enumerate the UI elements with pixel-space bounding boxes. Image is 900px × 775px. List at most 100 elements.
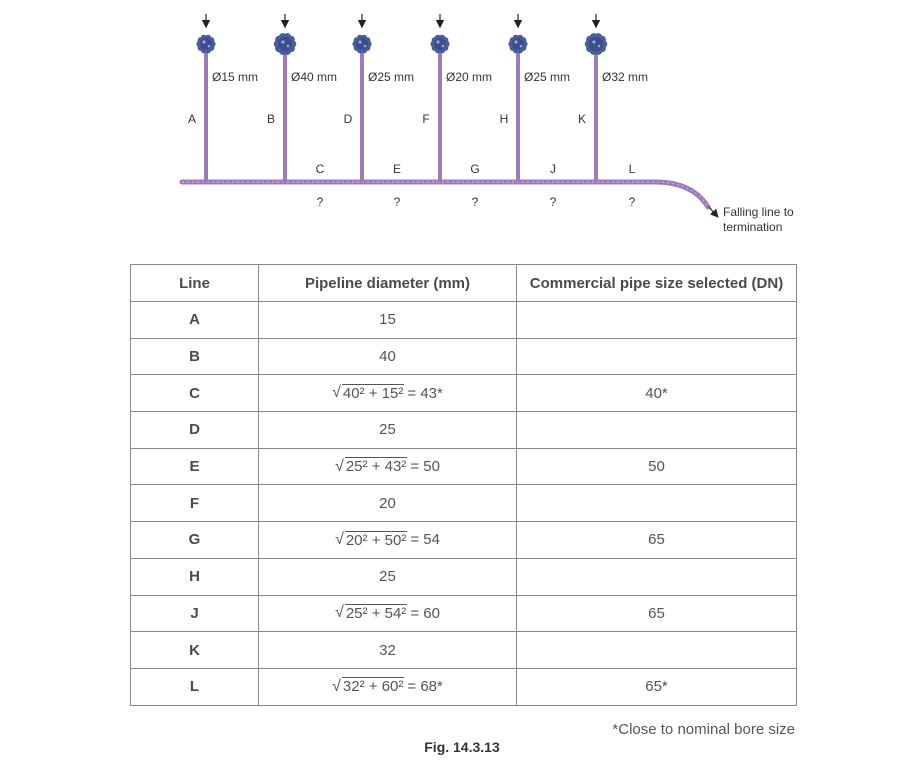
line-cell: C <box>130 374 259 413</box>
riser-diameter-label: Ø32 mm <box>602 70 648 84</box>
pipeline-diameter-cell: 25 <box>258 411 517 449</box>
commercial-size-cell <box>516 337 797 376</box>
table-row: G √20² + 50²= 54 65 <box>130 521 797 559</box>
unknown-diameter-marker: ? <box>472 195 479 209</box>
commercial-size-cell <box>516 484 797 523</box>
commercial-size-cell <box>516 301 797 339</box>
line-cell: K <box>130 631 259 669</box>
riser-segment-label: H <box>500 112 509 126</box>
riser-segment-label: K <box>578 112 586 126</box>
falling-line-arrow <box>708 206 719 218</box>
commercial-size-cell <box>516 557 797 596</box>
unknown-diameter-marker: ? <box>317 195 324 209</box>
pipeline-diameter-cell: 15 <box>258 301 517 339</box>
square-root-icon: √ <box>332 384 341 402</box>
line-cell: A <box>130 301 259 339</box>
square-root-expression: √32² + 60²= 68* <box>332 677 443 696</box>
line-cell: B <box>130 337 259 376</box>
main-segment-label: J <box>550 162 556 176</box>
unknown-diameter-marker: ? <box>629 195 636 209</box>
header-pipeline-diameter: Pipeline diameter (mm) <box>258 264 517 302</box>
square-root-icon: √ <box>335 604 344 622</box>
outlet-fitting-icon <box>508 34 528 54</box>
square-root-expression: √25² + 43²= 50 <box>335 457 440 476</box>
footnote: *Close to nominal bore size <box>612 721 795 738</box>
pipe-sizing-table: Line Pipeline diameter (mm) Commercial p… <box>130 264 797 706</box>
table-row: L√32² + 60²= 68*65* <box>130 667 797 706</box>
commercial-size-cell: 65 <box>516 521 797 559</box>
line-cell: L <box>130 667 259 706</box>
pipeline-diameter-cell: √25² + 54²= 60 <box>258 594 517 633</box>
falling-line-label-line2: termination <box>723 220 782 234</box>
pipeline-diameter-cell: √20² + 50²= 54 <box>258 521 517 559</box>
outlet-fitting-icon <box>196 34 216 54</box>
riser-diameter-label: Ø20 mm <box>446 70 492 84</box>
line-cell: G <box>130 521 259 559</box>
line-cell: H <box>130 557 259 596</box>
square-root-expression: √25² + 54²= 60 <box>335 604 440 623</box>
pipeline-diameter-cell: √40² + 15²= 43* <box>258 374 517 413</box>
table-row: C √40² + 15²= 43* 40* <box>130 374 797 413</box>
commercial-size-cell: 65 <box>516 594 797 633</box>
diameter-result: = 43* <box>407 384 443 402</box>
pipeline-diameter-cell: √32² + 60²= 68* <box>258 667 517 706</box>
diameter-result: = 54 <box>410 531 440 549</box>
main-segment-label: E <box>393 162 401 176</box>
table-header-row: Line Pipeline diameter (mm) Commercial p… <box>130 264 797 302</box>
outlet-fitting-icon <box>430 34 450 54</box>
table-row: E √25² + 43²= 50 50 <box>130 447 797 486</box>
diameter-result: = 50 <box>410 458 440 476</box>
diameter-result: = 68* <box>407 678 443 696</box>
pipeline-diameter-cell: 25 <box>258 557 517 596</box>
line-cell: F <box>130 484 259 523</box>
riser-segment-label: D <box>344 112 353 126</box>
radicand: 32² + 60² <box>341 677 405 696</box>
falling-line-label: Falling line to termination <box>723 205 797 234</box>
radicand: 40² + 15² <box>341 383 405 402</box>
riser-diameter-label: Ø25 mm <box>368 70 414 84</box>
radicand: 25² + 43² <box>344 457 408 476</box>
header-line: Line <box>130 264 259 302</box>
pipeline-diameter-cell: 40 <box>258 337 517 376</box>
riser-segment-label: A <box>188 112 196 126</box>
riser-segment-label: B <box>267 112 275 126</box>
line-cell: D <box>130 411 259 449</box>
main-segment-label: C <box>316 162 325 176</box>
outlet-fitting-icon <box>584 33 608 55</box>
line-cell: E <box>130 447 259 486</box>
main-segment-label: G <box>470 162 479 176</box>
main-segment-label: L <box>629 162 636 176</box>
square-root-expression: √40² + 15²= 43* <box>332 383 443 403</box>
riser-diameter-label: Ø15 mm <box>212 70 258 84</box>
commercial-size-cell <box>516 631 797 669</box>
pipeline-diameter-cell: 20 <box>258 484 517 523</box>
pipeline-diameter-cell: √25² + 43²= 50 <box>258 447 517 486</box>
radicand: 25² + 54² <box>344 604 408 623</box>
header-commercial-size: Commercial pipe size selected (DN) <box>516 264 797 302</box>
square-root-icon: √ <box>335 530 344 548</box>
unknown-diameter-marker: ? <box>550 195 557 209</box>
riser-segment-label: F <box>422 112 429 126</box>
radicand: 20² + 50² <box>344 530 408 549</box>
commercial-size-cell: 40* <box>516 374 797 413</box>
diameter-result: = 60 <box>410 604 440 622</box>
commercial-size-cell: 50 <box>516 447 797 486</box>
commercial-size-cell <box>516 411 797 449</box>
outlet-fitting-icon <box>273 33 297 55</box>
riser-diameter-label: Ø25 mm <box>524 70 570 84</box>
main-segments-group: C? E? G? J? L? <box>316 162 636 209</box>
pipeline-diameter-cell: 32 <box>258 631 517 669</box>
main-pipe-texture <box>182 181 709 208</box>
figure-caption: Fig. 14.3.13 <box>424 739 500 755</box>
unknown-diameter-marker: ? <box>394 195 401 209</box>
square-root-expression: √20² + 50²= 54 <box>335 530 440 550</box>
